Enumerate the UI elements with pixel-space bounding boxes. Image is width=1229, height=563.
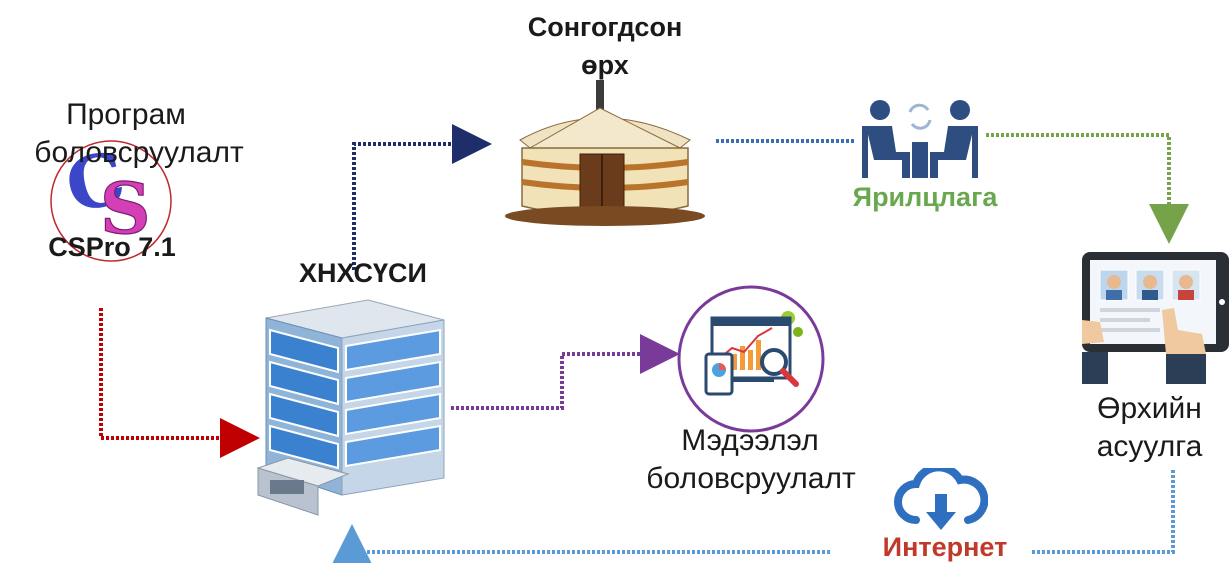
arrow-cspro-to-building — [99, 308, 260, 458]
analytics-dashboard-icon — [676, 284, 826, 434]
arrow-building-to-yurt — [352, 124, 492, 270]
internet-label: Интернет — [882, 532, 1008, 562]
selected-household-line1: Сонгогдсон — [527, 12, 683, 42]
data-processing-line1: Мэдээлэл — [681, 424, 819, 457]
interview-label: Ярилцлага — [852, 182, 998, 212]
arrow-meeting-to-tablet — [986, 133, 1189, 244]
office-building-icon — [248, 290, 458, 520]
household-survey-line1: Өрхийн — [1097, 392, 1202, 425]
data-processing-line2: боловсруулалт — [646, 462, 856, 495]
svg-text:S: S — [100, 167, 151, 250]
cloud-download-icon — [894, 468, 988, 534]
cspro-logo-icon: C S — [48, 138, 174, 264]
household-survey-line2: асуулга — [1096, 430, 1203, 463]
building-label: ХНХСҮСИ — [299, 258, 427, 288]
cspro-version-label: CSPro 7.1 — [48, 232, 176, 262]
program-label-line2: боловсруулалт — [34, 136, 244, 169]
program-label-line1: Програм — [66, 98, 186, 131]
people-meeting-icon — [856, 96, 984, 180]
arrow-building-to-analytics — [451, 334, 680, 410]
arrow-tablet-to-internet — [1030, 470, 1175, 554]
ger-yurt-icon — [500, 78, 710, 228]
arrow-internet-to-building — [332, 524, 830, 563]
selected-household-line2: өрх — [581, 50, 629, 80]
tablet-survey-icon — [1082, 250, 1229, 384]
